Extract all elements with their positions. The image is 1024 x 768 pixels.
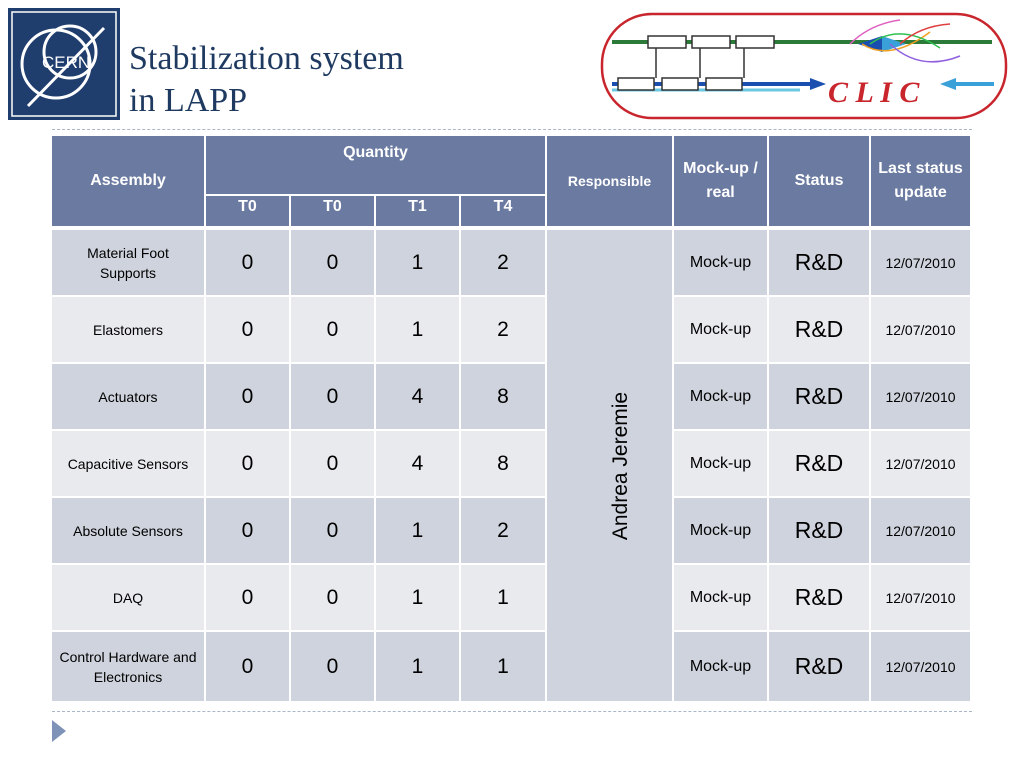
quantity-cell: 0 [291,297,376,364]
status-cell: R&D [769,498,872,565]
header-responsible: Responsible [547,136,675,230]
header-mockup-real: Mock-up / real [674,136,770,230]
quantity-cell: 0 [206,364,291,431]
header-t0-b: T0 [291,196,376,230]
type-cell: Mock-up [674,297,770,364]
type-cell: Mock-up [674,565,770,632]
quantity-cell: 2 [461,498,548,565]
assembly-cell: DAQ [52,565,206,632]
assembly-cell: Elastomers [52,297,206,364]
assembly-cell: Material Foot Supports [52,230,206,297]
type-cell: Mock-up [674,230,770,297]
table-row: Actuators 0 0 4 8 Mock-up R&D 12/07/2010 [52,364,973,431]
quantity-cell: 0 [206,498,291,565]
stabilization-table: Assembly Quantity Responsible Mock-up / … [52,136,973,703]
header-assembly: Assembly [52,136,206,230]
quantity-cell: 2 [461,230,548,297]
clic-logo: C L I C [600,12,1008,120]
quantity-cell: 4 [376,364,461,431]
table-row: DAQ 0 0 1 1 Mock-up R&D 12/07/2010 [52,565,973,632]
status-cell: R&D [769,632,872,703]
title-line-2: in LAPP [129,82,248,119]
quantity-cell: 1 [376,498,461,565]
cern-logo: CERN [8,8,120,120]
header-t1: T1 [376,196,461,230]
header-t4: T4 [461,196,548,230]
quantity-cell: 1 [376,632,461,703]
date-cell: 12/07/2010 [871,431,973,498]
quantity-cell: 0 [291,230,376,297]
responsible-name: Andrea Jeremie [609,391,633,540]
date-cell: 12/07/2010 [871,632,973,703]
assembly-cell: Control Hardware and Electronics [52,632,206,703]
table-row: Material Foot Supports 0 0 1 2 Andrea Je… [52,230,973,703]
title-line-1: Stabilization system [129,40,404,77]
quantity-cell: 0 [206,632,291,703]
header-last-update: Last status update [871,136,973,230]
quantity-cell: 0 [206,230,291,297]
table-row: Absolute Sensors 0 0 1 2 Mock-up R&D 12/… [52,498,973,565]
header-status: Status [769,136,872,230]
date-cell: 12/07/2010 [871,498,973,565]
clic-logo-text: C L I C [828,76,920,109]
quantity-cell: 0 [206,297,291,364]
quantity-cell: 1 [376,230,461,297]
quantity-cell: 1 [461,565,548,632]
date-cell: 12/07/2010 [871,364,973,431]
type-cell: Mock-up [674,431,770,498]
status-cell: R&D [769,431,872,498]
table-row: Elastomers 0 0 1 2 Mock-up R&D 12/07/201… [52,297,973,364]
quantity-cell: 2 [461,297,548,364]
date-cell: 12/07/2010 [871,297,973,364]
quantity-cell: 1 [461,632,548,703]
assembly-cell: Actuators [52,364,206,431]
status-cell: R&D [769,230,872,297]
slide-title: Stabilization system in LAPP [129,38,404,122]
status-cell: R&D [769,364,872,431]
cern-logo-text: CERN [42,53,90,72]
responsible-cell: Andrea Jeremie [547,230,675,703]
assembly-cell: Capacitive Sensors [52,431,206,498]
quantity-cell: 1 [376,297,461,364]
quantity-cell: 1 [376,565,461,632]
table-row: Control Hardware and Electronics 0 0 1 1… [52,632,973,703]
date-cell: 12/07/2010 [871,565,973,632]
status-cell: R&D [769,297,872,364]
quantity-cell: 0 [206,565,291,632]
quantity-cell: 0 [291,498,376,565]
type-cell: Mock-up [674,498,770,565]
date-cell: 12/07/2010 [871,230,973,297]
quantity-cell: 0 [206,431,291,498]
status-cell: R&D [769,565,872,632]
type-cell: Mock-up [674,632,770,703]
assembly-cell: Absolute Sensors [52,498,206,565]
quantity-cell: 8 [461,364,548,431]
triangle-bullet-icon [52,720,66,742]
quantity-cell: 0 [291,364,376,431]
quantity-cell: 0 [291,632,376,703]
bottom-divider [52,711,972,712]
type-cell: Mock-up [674,364,770,431]
quantity-cell: 0 [291,431,376,498]
quantity-cell: 8 [461,431,548,498]
table-row: Capacitive Sensors 0 0 4 8 Mock-up R&D 1… [52,431,973,498]
header-quantity: Quantity [206,136,548,196]
top-divider [52,129,972,130]
quantity-cell: 0 [291,565,376,632]
header-t0-a: T0 [206,196,291,230]
quantity-cell: 4 [376,431,461,498]
